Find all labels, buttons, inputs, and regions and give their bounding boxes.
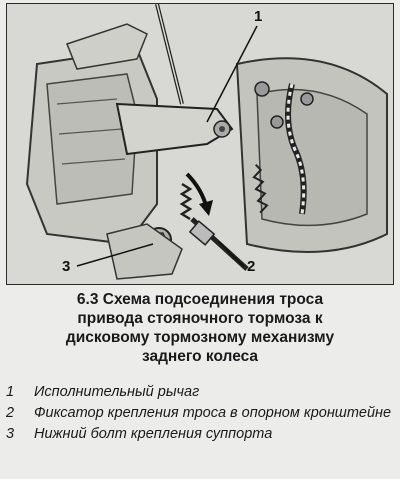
legend-text: Нижний болт крепления суппорта	[34, 426, 273, 442]
legend-text: Фиксатор крепления троса в опорном кронш…	[34, 405, 392, 421]
brake-mechanism-illustration	[7, 4, 393, 284]
callout-2: 2	[247, 258, 256, 275]
callout-3: 3	[62, 258, 71, 275]
legend-number: 1	[6, 384, 15, 400]
callout-1: 1	[254, 8, 263, 25]
legend-number: 2	[6, 405, 15, 421]
caption-line-2: привода стояночного тормоза к	[77, 310, 323, 327]
caption-line-1: 6.3 Схема подсоединения троса	[76, 291, 324, 308]
caption-line-3: дисковому тормозному механизму	[65, 329, 335, 346]
caption-line-4: заднего колеса	[141, 348, 259, 365]
figure-caption: 6.3 Схема подсоединения троса привода ст…	[10, 290, 390, 366]
legend-text: Исполнительный рычаг	[34, 384, 200, 400]
legend-item-3: 3 Нижний болт крепления суппорта	[6, 426, 396, 443]
legend-list: 1 Исполнительный рычаг 2 Фиксатор крепле…	[6, 384, 396, 447]
legend-item-1: 1 Исполнительный рычаг	[6, 384, 396, 401]
brake-diagram-figure: 1 2 3	[6, 3, 394, 285]
legend-item-2: 2 Фиксатор крепления троса в опорном кро…	[6, 405, 396, 422]
legend-number: 3	[6, 426, 15, 442]
